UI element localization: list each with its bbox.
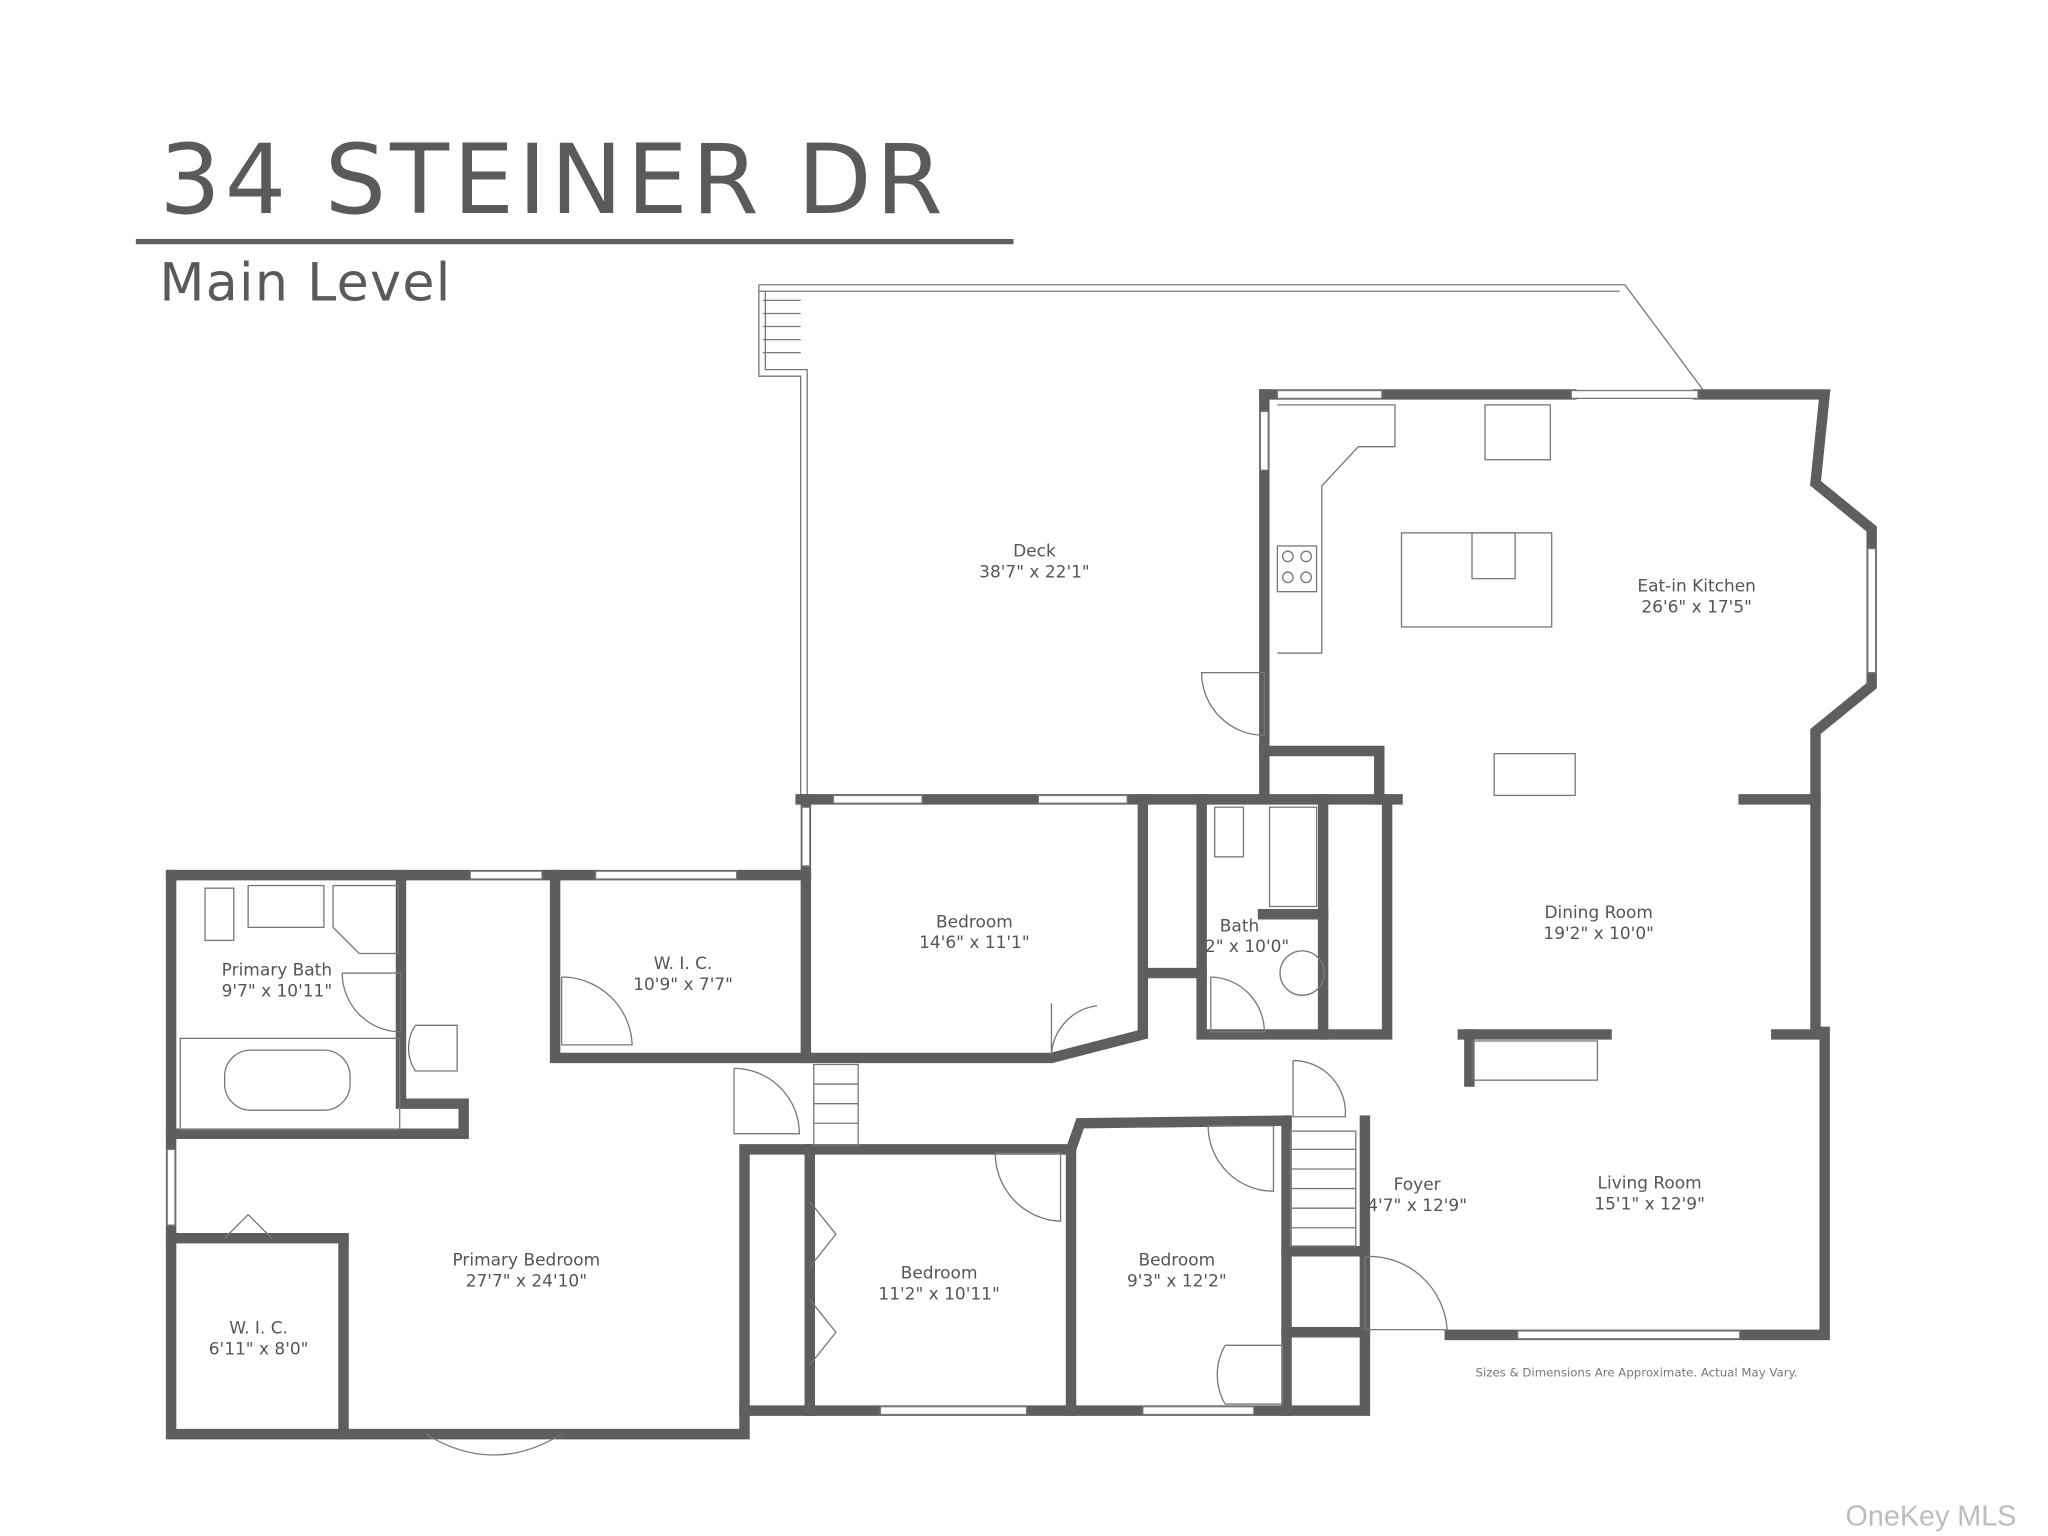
room-name: Living Room: [1598, 1174, 1702, 1194]
room-name: W. I. C.: [229, 1319, 288, 1339]
fixtures: [179, 404, 1599, 1247]
room-size: 6'11" x 8'0": [209, 1339, 309, 1359]
room-name: Foyer: [1394, 1175, 1441, 1195]
room-label-living: Living Room 15'1" x 12'9": [1594, 1174, 1705, 1215]
doors: [224, 672, 1448, 1405]
room-label-bedroom-2: Bedroom 11'2" x 10'11": [878, 1264, 999, 1305]
room-label-wic-1: W. I. C. 10'9" x 7'7": [633, 954, 733, 995]
disclaimer: Sizes & Dimensions Are Approximate. Actu…: [1476, 1366, 1798, 1380]
room-size: 11'2" x 10'11": [878, 1285, 999, 1305]
level-label: Main Level: [159, 253, 451, 313]
room-name: Bath: [1220, 916, 1259, 936]
room-name: Bedroom: [1138, 1251, 1215, 1271]
room-size: 9'3" x 12'2": [1127, 1272, 1227, 1292]
watermark: OneKey MLS: [1846, 1501, 2017, 1533]
room-name: Eat-in Kitchen: [1637, 577, 1756, 597]
room-size: '2" x 10'0": [1200, 937, 1289, 957]
room-size: 10'9" x 7'7": [633, 975, 733, 995]
room-name: Bedroom: [936, 912, 1013, 932]
room-label-deck: Deck 38'7" x 22'1": [979, 541, 1090, 582]
room-size: 14'6" x 11'1": [919, 933, 1030, 953]
room-label-primary-bath: Primary Bath 9'7" x 10'11": [222, 961, 333, 1002]
room-label-bath: Bath '2" x 10'0": [1200, 916, 1289, 957]
room-label-kitchen: Eat-in Kitchen 26'6" x 17'5": [1637, 577, 1756, 618]
room-name: Dining Room: [1544, 903, 1653, 923]
room-size: 27'7" x 24'10": [466, 1272, 587, 1292]
room-label-primary-bedroom: Primary Bedroom 27'7" x 24'10": [453, 1251, 601, 1292]
room-label-bedroom-1: Bedroom 14'6" x 11'1": [919, 912, 1030, 953]
room-size: 4'7" x 12'9": [1367, 1196, 1467, 1216]
deck-outline: [758, 284, 1706, 797]
room-size: 26'6" x 17'5": [1641, 598, 1752, 618]
room-size: 38'7" x 22'1": [979, 562, 1090, 582]
room-label-foyer: Foyer 4'7" x 12'9": [1367, 1175, 1467, 1216]
room-name: Deck: [1013, 541, 1056, 561]
windows: [166, 389, 1877, 1456]
room-size: 9'7" x 10'11": [222, 982, 333, 1002]
room-label-dining: Dining Room 19'2" x 10'0": [1543, 903, 1654, 944]
room-size: 19'2" x 10'0": [1543, 924, 1654, 944]
room-name: Primary Bath: [222, 961, 332, 981]
room-name: Primary Bedroom: [453, 1251, 601, 1271]
room-size: 15'1" x 12'9": [1594, 1194, 1705, 1214]
room-name: W. I. C.: [654, 954, 713, 974]
room-label-bedroom-3: Bedroom 9'3" x 12'2": [1127, 1251, 1227, 1292]
room-name: Bedroom: [901, 1264, 978, 1284]
page-title: 34 STEINER DR: [159, 123, 946, 236]
room-label-wic-2: W. I. C. 6'11" x 8'0": [209, 1319, 309, 1360]
